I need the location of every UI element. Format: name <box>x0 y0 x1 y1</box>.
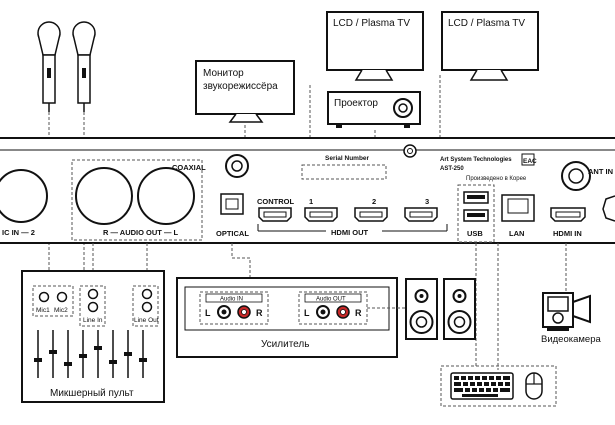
usb-label: USB <box>467 229 483 238</box>
monitor-label: Монитор <box>203 68 244 79</box>
tv-screen-2: LCD / Plasma TV <box>441 11 539 81</box>
amp-in-l-label: L <box>205 308 211 318</box>
camera-label: Видеокамера <box>541 334 601 345</box>
hdmi-out-3-label: 3 <box>425 197 429 206</box>
audio-out-label: R — AUDIO OUT — L <box>103 228 179 237</box>
amp-out-r-label: R <box>355 308 362 318</box>
video-camera-icon <box>542 292 591 331</box>
ant-in-label: ANT IN <box>588 167 613 176</box>
microphone-icon <box>72 21 96 112</box>
hdmi-out-2-port <box>354 207 388 222</box>
hdmi-in-port <box>550 207 586 222</box>
lan-port <box>501 194 535 222</box>
mic-input-jack <box>0 169 48 223</box>
optical-label: OPTICAL <box>216 229 249 238</box>
monitor-label: звукорежиссёра <box>203 81 278 92</box>
coaxial-label: COAXIAL <box>172 163 206 172</box>
mixer-mic2-label: Mic2 <box>54 307 68 314</box>
speaker-left-icon <box>405 278 438 340</box>
optical-port <box>220 193 244 215</box>
mic-in-label: IC IN — 2 <box>2 228 35 237</box>
amplifier-label: Усилитель <box>261 339 309 350</box>
amplifier <box>176 277 398 358</box>
tv-label: LCD / Plasma TV <box>333 18 410 29</box>
projector-icon: Проектор <box>327 91 421 128</box>
speaker-right-icon <box>443 278 476 340</box>
brand-label: Art System Technologies <box>440 157 512 163</box>
mixer-faders <box>34 330 147 378</box>
model-label: AST-250 <box>440 166 464 172</box>
mixer-mic1-label: Mic1 <box>36 307 50 314</box>
hdmi-out-1-port <box>304 207 338 222</box>
hdmi-out-2-label: 2 <box>372 197 376 206</box>
tv-label: LCD / Plasma TV <box>448 18 525 29</box>
amp-audio-out-label: Audio OUT <box>316 297 346 303</box>
hdmi-out-label: HDMI OUT <box>331 228 368 237</box>
control-label: CONTROL <box>257 197 294 206</box>
mixer-label: Микшерный пульт <box>50 388 134 399</box>
mouse-icon <box>525 372 543 400</box>
serial-number-label: Serial Number <box>325 155 370 162</box>
microphone-icon <box>37 21 61 112</box>
mixer-console <box>21 270 165 403</box>
amp-out-l-label: L <box>304 308 310 318</box>
hdmi-control-port <box>258 207 292 222</box>
hdmi-out-1-label: 1 <box>309 197 313 206</box>
hdmi-out-3-port <box>404 207 438 222</box>
audio-out-l-jack <box>137 167 195 225</box>
mixer-line-in-label: Line In <box>83 317 103 324</box>
eac-mark: EAC <box>523 158 537 165</box>
made-in-label: Произведено в Корее <box>466 176 527 182</box>
projector-label: Проектор <box>334 98 378 109</box>
keyboard-icon <box>450 372 514 400</box>
audio-out-r-jack <box>75 167 133 225</box>
amp-in-r-label: R <box>256 308 263 318</box>
sound-engineer-monitor: Монитор звукорежиссёра <box>195 60 295 123</box>
mixer-line-out-label: Line Out <box>134 317 159 324</box>
hdmi-in-label: HDMI IN <box>553 229 582 238</box>
lan-label: LAN <box>509 229 524 238</box>
tv-screen-1: LCD / Plasma TV <box>326 11 424 81</box>
amp-audio-in-label: Audio IN <box>220 297 243 303</box>
